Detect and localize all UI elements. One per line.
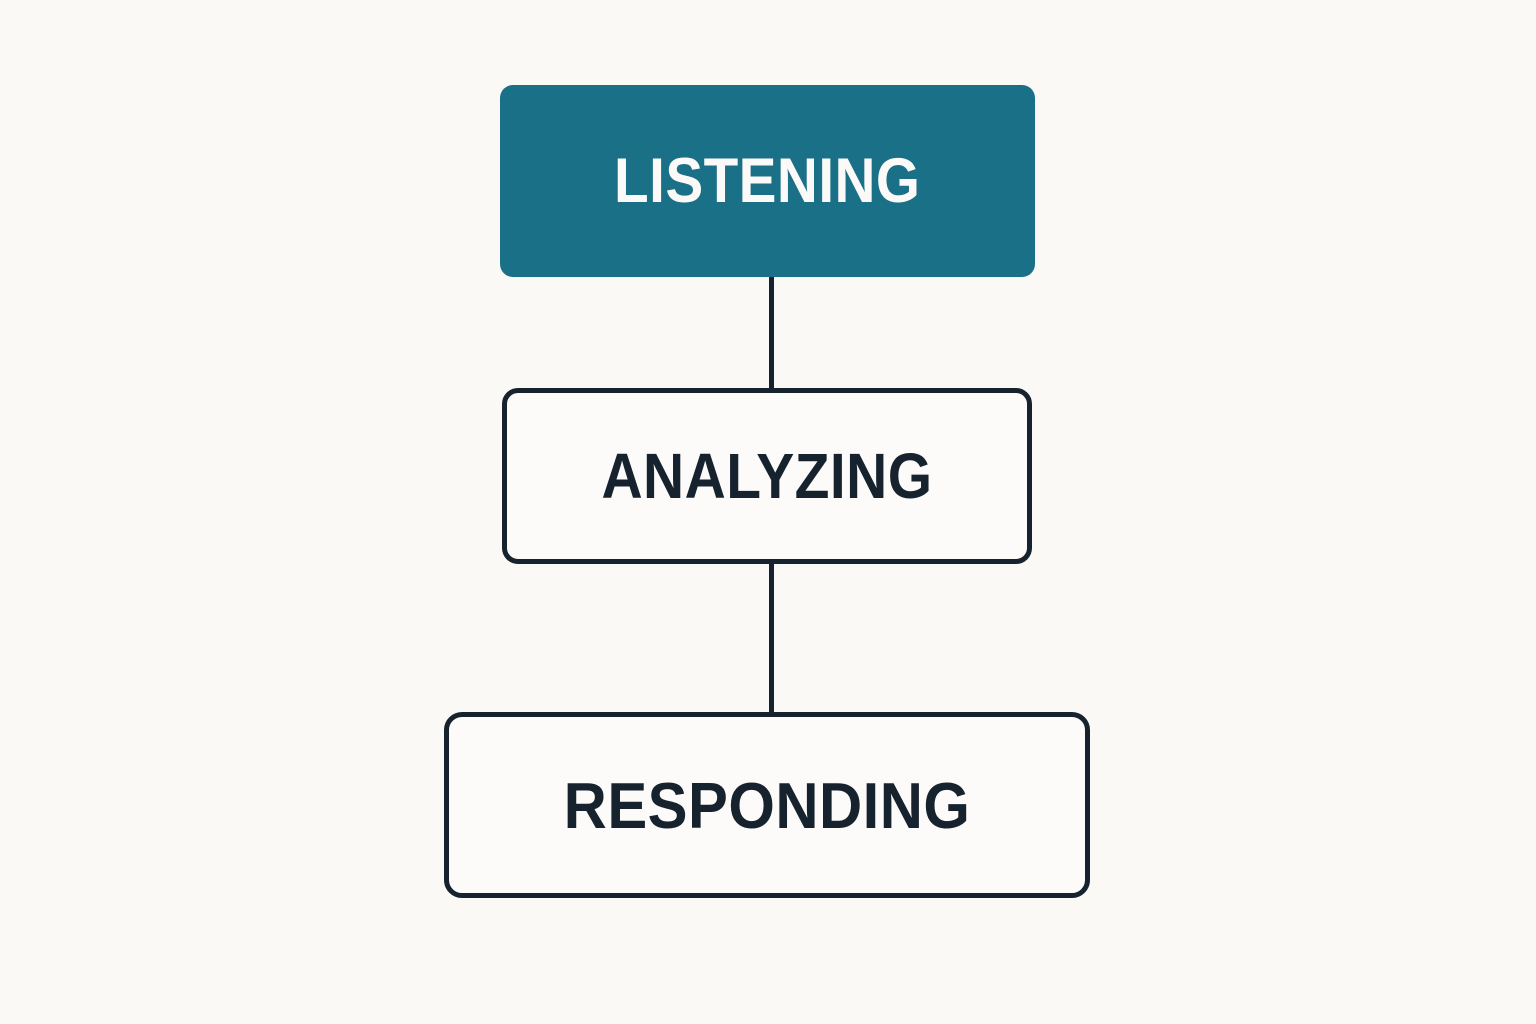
node-responding[interactable]: RESPONDING bbox=[444, 712, 1090, 898]
node-listening[interactable]: LISTENING bbox=[500, 85, 1035, 277]
node-analyzing[interactable]: ANALYZING bbox=[502, 388, 1032, 564]
connector-listening-to-analyzing bbox=[769, 275, 774, 391]
node-responding-label: RESPONDING bbox=[563, 768, 971, 842]
node-analyzing-label: ANALYZING bbox=[601, 440, 933, 512]
connector-analyzing-to-responding bbox=[769, 561, 774, 715]
node-listening-label: LISTENING bbox=[614, 145, 921, 216]
